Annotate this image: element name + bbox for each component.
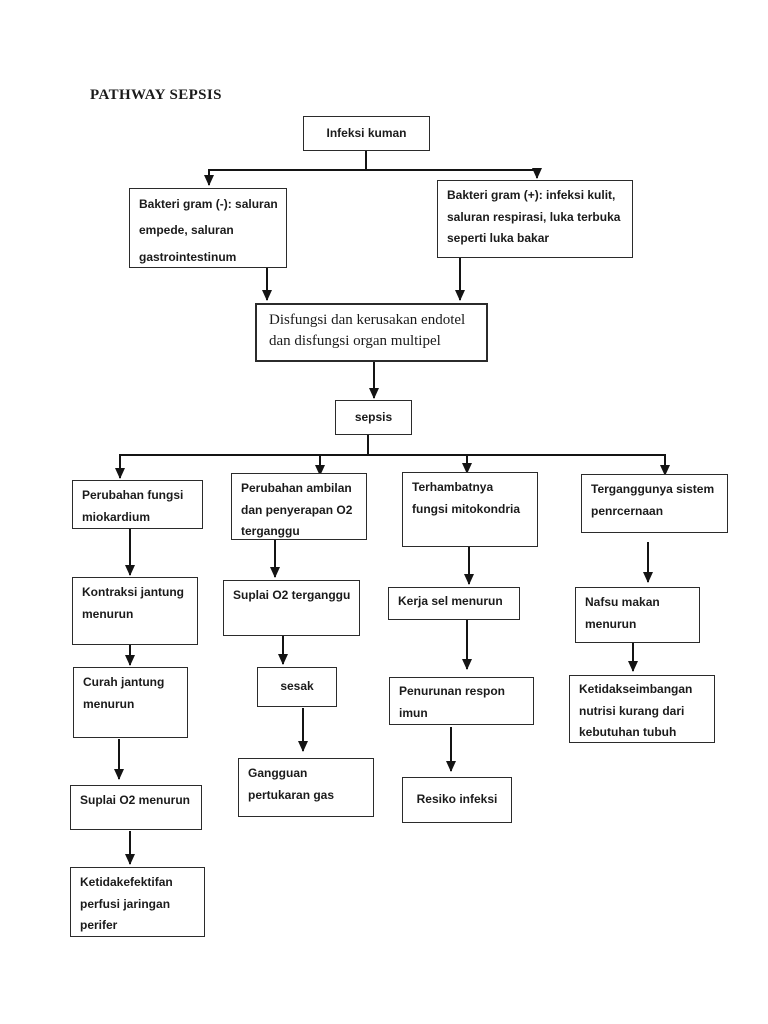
node-terganggunya-sistem-pencernaan: Terganggunya sistem penrcernaan — [581, 474, 728, 533]
node-sepsis: sepsis — [335, 400, 412, 435]
node-resiko-infeksi: Resiko infeksi — [402, 777, 512, 823]
node-curah-jantung-menurun: Curah jantung menurun — [73, 667, 188, 738]
node-perubahan-fungsi-miokardium: Perubahan fungsi miokardium — [72, 480, 203, 529]
node-perubahan-ambilan-o2: Perubahan ambilan dan penyerapan O2 terg… — [231, 473, 367, 540]
node-bakteri-gram-negatif: Bakteri gram (-): saluran empede, salura… — [129, 188, 287, 268]
node-kerja-sel-menurun: Kerja sel menurun — [388, 587, 520, 620]
node-ketidakseimbangan-nutrisi: Ketidakseimbangan nutrisi kurang dari ke… — [569, 675, 715, 743]
node-infeksi-kuman: Infeksi kuman — [303, 116, 430, 151]
node-nafsu-makan-menurun: Nafsu makan menurun — [575, 587, 700, 643]
node-terhambatnya-fungsi-mitokondria: Terhambatnya fungsi mitokondria — [402, 472, 538, 547]
node-sesak: sesak — [257, 667, 337, 707]
node-suplai-o2-terganggu: Suplai O2 terganggu — [223, 580, 360, 636]
node-disfungsi-endotel: Disfungsi dan kerusakan endotel dan disf… — [255, 303, 488, 362]
node-kontraksi-jantung-menurun: Kontraksi jantung menurun — [72, 577, 198, 645]
node-bakteri-gram-positif: Bakteri gram (+): infeksi kulit, saluran… — [437, 180, 633, 258]
node-suplai-o2-menurun: Suplai O2 menurun — [70, 785, 202, 830]
node-penurunan-respon-imun: Penurunan respon imun — [389, 677, 534, 725]
node-gangguan-pertukaran-gas: Gangguan pertukaran gas — [238, 758, 374, 817]
page-title: PATHWAY SEPSIS — [90, 87, 222, 103]
node-ketidakefektifan-perfusi: Ketidakefektifan perfusi jaringan perife… — [70, 867, 205, 937]
